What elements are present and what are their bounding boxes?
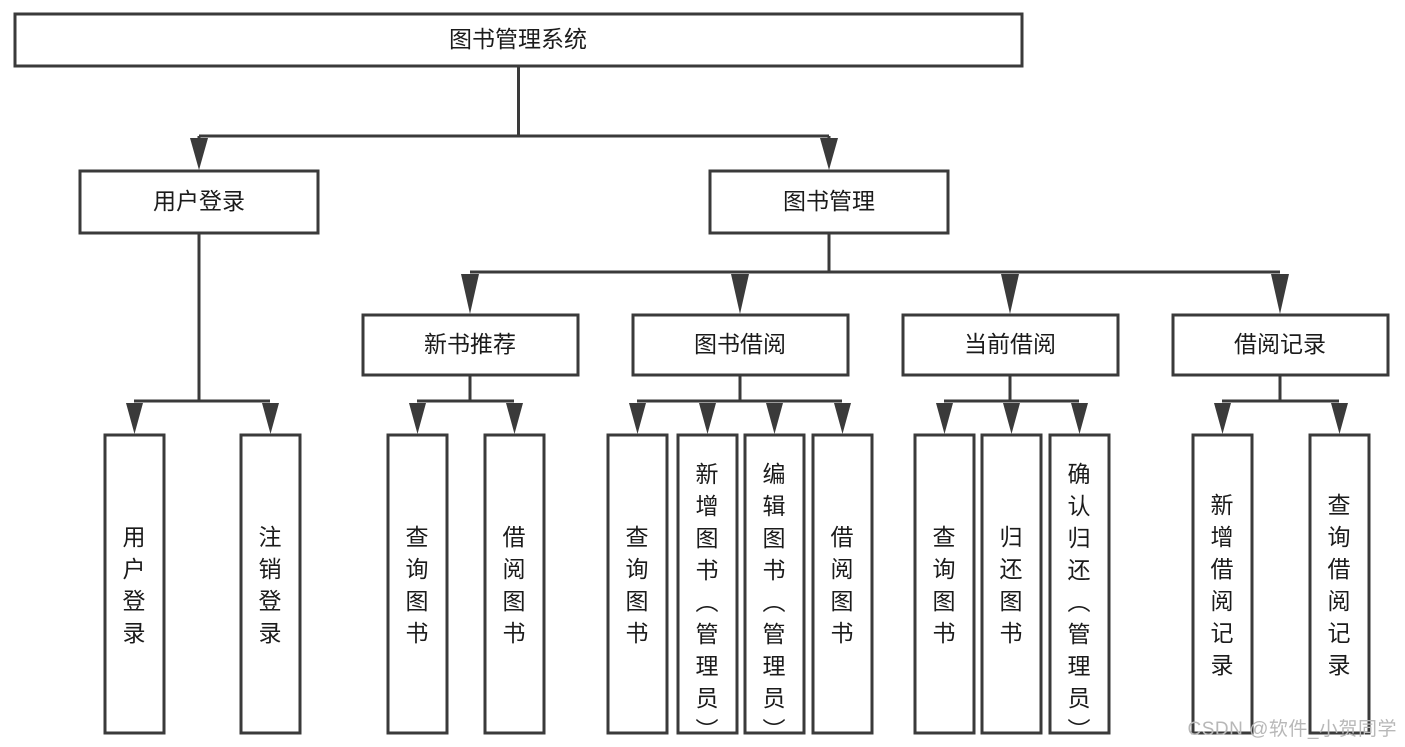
node-leaf-confirm-return-box[interactable] (1048, 433, 1111, 735)
arrow-head-to-user-login (190, 138, 208, 170)
node-leaf-edit-book-box[interactable] (743, 433, 806, 735)
node-root-box[interactable] (13, 12, 1024, 68)
arrow-head-to-leaf-query-record (1331, 403, 1348, 434)
node-book-borrow-box[interactable] (631, 313, 850, 377)
node-current-borrow-label: 当前借阅 (964, 331, 1056, 357)
arrow-head-to-leaf-add-book (699, 403, 716, 434)
node-new-book-recommend[interactable]: 新书推荐 (361, 313, 580, 377)
node-leaf-user-login-label: 用户登录 (123, 524, 146, 646)
arrow-head-to-leaf-add-record (1214, 403, 1231, 434)
node-book-borrow[interactable]: 图书借阅 (631, 313, 850, 377)
node-leaf-query-record[interactable]: 查询借阅记录 (1308, 433, 1371, 735)
arrow-head-to-leaf-edit-book (766, 403, 783, 434)
node-borrow-record-box[interactable] (1171, 313, 1390, 377)
node-leaf-add-record[interactable]: 新增借阅记录 (1191, 433, 1254, 735)
node-leaf-query-book-3[interactable]: 查询图书 (913, 433, 976, 735)
arrow-head-to-book-borrow (731, 274, 749, 314)
node-book-borrow-label: 图书借阅 (694, 331, 786, 357)
arrow-head-to-borrow-record (1271, 274, 1289, 314)
node-leaf-edit-book-label: 编辑图书︵管理员︶ (763, 461, 786, 743)
arrow-head-to-leaf-borrow-book-1 (506, 403, 523, 434)
node-leaf-user-login[interactable]: 用户登录 (103, 433, 166, 735)
arrow-head-to-leaf-query-book-1 (409, 403, 426, 434)
node-leaf-add-book[interactable]: 新增图书︵管理员︶ (676, 433, 739, 743)
node-leaf-return-book-label: 归还图书 (1000, 524, 1023, 646)
node-leaf-query-book-2-box[interactable] (606, 433, 669, 735)
node-leaf-return-book-box[interactable] (980, 433, 1043, 735)
node-leaf-user-login-box[interactable] (103, 433, 166, 735)
node-leaf-user-logout-box[interactable] (239, 433, 302, 735)
node-borrow-record-label: 借阅记录 (1234, 331, 1326, 357)
node-borrow-record[interactable]: 借阅记录 (1171, 313, 1390, 377)
node-leaf-query-book-1-box[interactable] (386, 433, 449, 735)
arrow-head-to-leaf-confirm-return (1071, 403, 1088, 434)
node-leaf-borrow-book-2-box[interactable] (811, 433, 874, 735)
node-book-manage-box[interactable] (708, 169, 950, 235)
node-root-label: 图书管理系统 (449, 26, 587, 52)
arrow-head-to-book-manage (820, 138, 838, 170)
node-leaf-user-logout[interactable]: 注销登录 (239, 433, 302, 735)
node-root[interactable]: 图书管理系统 (13, 12, 1024, 68)
node-leaf-confirm-return-label: 确认归还︵管理员︶ (1068, 461, 1091, 743)
arrow-head-to-current-borrow (1001, 274, 1019, 314)
connector-layer (126, 66, 1348, 434)
node-user-login-box[interactable] (78, 169, 320, 235)
arrow-head-to-leaf-return-book (1003, 403, 1020, 434)
node-current-borrow[interactable]: 当前借阅 (901, 313, 1120, 377)
node-current-borrow-box[interactable] (901, 313, 1120, 377)
node-leaf-add-book-label: 新增图书︵管理员︶ (696, 461, 719, 743)
node-leaf-add-record-box[interactable] (1191, 433, 1254, 735)
node-leaf-query-book-1[interactable]: 查询图书 (386, 433, 449, 735)
node-leaf-query-book-3-box[interactable] (913, 433, 976, 735)
node-leaf-query-record-label: 查询借阅记录 (1328, 492, 1351, 678)
node-user-login-label: 用户登录 (153, 188, 245, 214)
node-leaf-confirm-return[interactable]: 确认归还︵管理员︶ (1048, 433, 1111, 743)
node-new-book-recommend-box[interactable] (361, 313, 580, 377)
node-leaf-add-book-box[interactable] (676, 433, 739, 735)
node-book-manage-label: 图书管理 (783, 188, 875, 214)
arrow-head-to-new-book-recommend (461, 274, 479, 314)
arrow-head-to-leaf-query-book-3 (936, 403, 953, 434)
node-leaf-return-book[interactable]: 归还图书 (980, 433, 1043, 735)
node-leaf-query-book-2[interactable]: 查询图书 (606, 433, 669, 735)
node-leaf-borrow-book-1[interactable]: 借阅图书 (483, 433, 546, 735)
arrow-head-to-leaf-query-book-2 (629, 403, 646, 434)
node-new-book-recommend-label: 新书推荐 (424, 331, 516, 357)
node-user-login[interactable]: 用户登录 (78, 169, 320, 235)
node-leaf-user-logout-label: 注销登录 (259, 524, 282, 646)
arrow-head-to-leaf-user-login (126, 403, 143, 434)
node-book-manage[interactable]: 图书管理 (708, 169, 950, 235)
node-leaf-query-book-2-label: 查询图书 (626, 524, 649, 646)
node-leaf-query-book-3-label: 查询图书 (933, 524, 956, 646)
node-leaf-query-record-box[interactable] (1308, 433, 1371, 735)
node-leaf-add-record-label: 新增借阅记录 (1211, 492, 1234, 678)
node-leaf-borrow-book-2-label: 借阅图书 (831, 524, 854, 646)
arrow-head-to-leaf-user-logout (262, 403, 279, 434)
node-leaf-borrow-book-1-label: 借阅图书 (503, 524, 526, 646)
node-leaf-borrow-book-2[interactable]: 借阅图书 (811, 433, 874, 735)
node-leaf-query-book-1-label: 查询图书 (406, 524, 429, 646)
node-leaf-edit-book[interactable]: 编辑图书︵管理员︶ (743, 433, 806, 743)
arrow-head-to-leaf-borrow-book-2 (834, 403, 851, 434)
node-leaf-borrow-book-1-box[interactable] (483, 433, 546, 735)
